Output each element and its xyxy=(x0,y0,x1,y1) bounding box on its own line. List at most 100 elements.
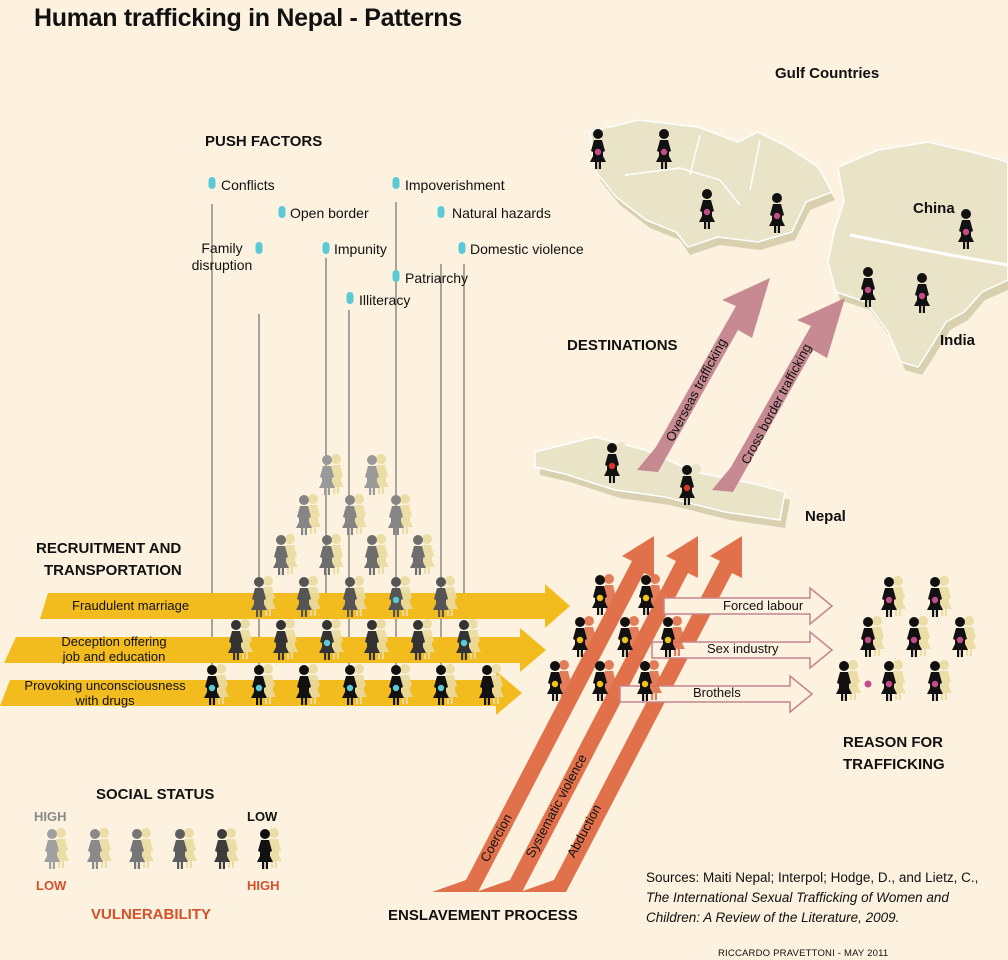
arrow-label-deception-2: job and education xyxy=(62,649,166,664)
reason-forced-labour: Forced labour xyxy=(723,598,804,613)
person-icon xyxy=(836,660,861,701)
push-factor-natural-hazards: Natural hazards xyxy=(452,205,551,221)
arrow-label-provoking-2: with drugs xyxy=(75,693,135,708)
map-gulf xyxy=(589,119,835,255)
cross-border-trafficking-arrow xyxy=(712,298,845,492)
loose-dot xyxy=(864,680,872,688)
person-icon xyxy=(204,664,229,705)
sources-italic: The International Sexual Trafficking of … xyxy=(646,890,949,925)
push-factor-domestic-violence: Domestic violence xyxy=(470,241,584,257)
region-nepal: Nepal xyxy=(805,508,846,525)
person-icon xyxy=(769,192,794,233)
person-icon xyxy=(592,660,617,701)
person-icon xyxy=(410,534,435,575)
person-icon xyxy=(172,828,197,869)
recruitment-heading-2: TRANSPORTATION xyxy=(44,562,182,579)
arrow-systematic-violence xyxy=(476,536,698,892)
person-icon xyxy=(257,828,282,869)
arrow-label-deception-1: Deception offering xyxy=(61,634,167,649)
arrow-label-fraudulent-marriage: Fraudulent marriage xyxy=(72,598,190,613)
reason-sex-industry: Sex industry xyxy=(707,641,779,656)
person-icon xyxy=(881,660,906,701)
push-factor-impunity: Impunity xyxy=(334,241,387,257)
person-icon xyxy=(44,828,69,869)
person-icon xyxy=(251,664,276,705)
person-icon xyxy=(592,574,617,615)
push-factor-conflicts: Conflicts xyxy=(221,177,275,193)
map-china-india xyxy=(827,141,1008,375)
push-factor-marker-icon xyxy=(392,270,400,282)
sources-note: Sources: Maiti Nepal; Interpol; Hodge, D… xyxy=(646,868,986,928)
person-icon xyxy=(590,128,615,169)
reason-arrows xyxy=(619,586,834,714)
person-icon xyxy=(214,828,239,869)
push-factor-marker-icon xyxy=(208,177,216,189)
social-status-high: HIGH xyxy=(34,809,67,824)
overseas-trafficking-arrow xyxy=(637,278,770,472)
enslavement-arrows xyxy=(432,536,742,892)
push-factor-marker-icon xyxy=(322,242,330,254)
arrow-label-provoking-1: Provoking unconsciousness xyxy=(24,678,186,693)
person-icon xyxy=(927,660,952,701)
push-factor-impoverishment: Impoverishment xyxy=(405,177,505,193)
person-icon xyxy=(660,616,685,657)
push-factor-family-disruption: Family disruption xyxy=(191,240,253,273)
person-icon xyxy=(572,616,597,657)
push-factors-heading: PUSH FACTORS xyxy=(205,133,323,150)
enslavement-heading: ENSLAVEMENT PROCESS xyxy=(388,907,578,924)
reason-brothels: Brothels xyxy=(693,685,741,700)
person-icon xyxy=(637,660,662,701)
vulnerability-label: VULNERABILITY xyxy=(91,906,211,923)
person-icon xyxy=(456,619,481,660)
person-icon xyxy=(433,664,458,705)
person-icon xyxy=(87,828,112,869)
person-icon xyxy=(547,660,572,701)
push-factor-marker-icon xyxy=(458,242,466,254)
person-icon xyxy=(364,454,389,495)
person-icon xyxy=(319,454,344,495)
person-icon xyxy=(388,664,413,705)
credit-line: RICCARDO PRAVETTONI - MAY 2011 xyxy=(718,948,889,959)
person-icon xyxy=(388,494,413,535)
person-icon xyxy=(699,188,724,229)
person-icon xyxy=(679,464,704,505)
route-label-cross-border: Cross border trafficking xyxy=(738,341,814,466)
region-gulf-countries: Gulf Countries xyxy=(775,65,880,82)
arrow-coercion xyxy=(432,536,654,892)
person-icon xyxy=(914,272,939,313)
map-nepal xyxy=(534,436,790,528)
person-icon xyxy=(638,574,663,615)
reason-heading-1: REASON FOR xyxy=(843,734,944,751)
person-icon xyxy=(388,576,413,617)
person-icon xyxy=(952,616,977,657)
push-factor-marker-icon xyxy=(346,292,354,304)
person-icon xyxy=(296,494,321,535)
push-factor-open-border: Open border xyxy=(290,205,369,221)
social-status-heading: SOCIAL STATUS xyxy=(96,786,215,803)
recruitment-heading-1: RECRUITMENT AND xyxy=(36,540,182,557)
page-title: Human trafficking in Nepal - Patterns xyxy=(34,4,462,32)
push-factor-marker-icon xyxy=(278,206,286,218)
person-icon xyxy=(927,576,952,617)
destinations-heading: DESTINATIONS xyxy=(567,337,678,354)
person-icon xyxy=(656,128,681,169)
push-factor-marker-icon xyxy=(437,206,445,218)
person-icon xyxy=(342,494,367,535)
push-factor-patriarchy: Patriarchy xyxy=(405,270,469,286)
person-icon xyxy=(129,828,154,869)
person-icon xyxy=(881,576,906,617)
person-icon xyxy=(860,616,885,657)
push-factor-illiteracy: Illiteracy xyxy=(359,292,411,308)
vulnerability-high: HIGH xyxy=(247,878,280,893)
social-status-low: LOW xyxy=(247,809,278,824)
arrow-abduction xyxy=(520,536,742,892)
person-icon xyxy=(342,664,367,705)
region-china: China xyxy=(913,200,955,217)
reason-heading-2: TRAFFICKING xyxy=(843,756,945,773)
person-icon xyxy=(319,619,344,660)
person-icon xyxy=(860,266,885,307)
person-icon xyxy=(364,534,389,575)
region-india: India xyxy=(940,332,976,349)
person-icon xyxy=(319,534,344,575)
